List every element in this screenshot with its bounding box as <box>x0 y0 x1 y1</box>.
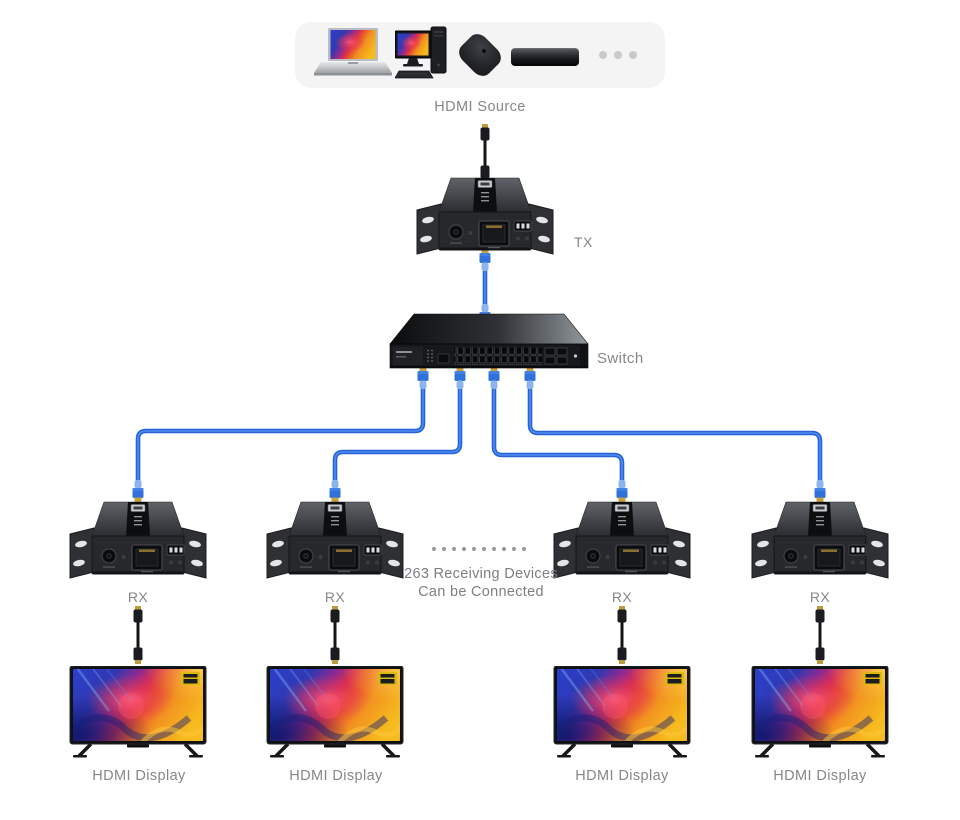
expansion-note-line2: Can be Connected <box>418 584 544 600</box>
hdmi-display-tv-3 <box>553 666 693 762</box>
laptop-icon <box>314 28 392 76</box>
rj45-plug-icon <box>524 367 536 389</box>
rx-extender-device-3 <box>552 500 692 580</box>
hdmi-cable-icon <box>815 606 825 664</box>
hdmi-source-label: HDMI Source <box>434 99 526 115</box>
expansion-dots <box>432 547 526 551</box>
hdmi-source-box <box>295 22 665 88</box>
network-switch-device <box>384 312 594 370</box>
hdmi-cable-icon <box>330 606 340 664</box>
rx-label-2: RX <box>324 589 346 605</box>
rx-label-1: RX <box>127 589 149 605</box>
expansion-note-line1: 263 Receiving Devices <box>404 566 558 582</box>
rj45-plug-icon <box>454 367 466 389</box>
hdmi-display-label-2: HDMI Display <box>289 768 383 784</box>
switch-label: Switch <box>597 350 644 367</box>
hdmi-cable-icon <box>617 606 627 664</box>
hdmi-display-label-1: HDMI Display <box>92 768 186 784</box>
ethernet-cable-rx4 <box>527 383 823 487</box>
hdmi-display-label-4: HDMI Display <box>773 768 867 784</box>
rj45-plug-icon <box>417 367 429 389</box>
hdmi-display-tv-1 <box>69 666 209 762</box>
desktop-pc-icon <box>395 26 447 79</box>
rx-label-3: RX <box>611 589 633 605</box>
rj45-plug-icon <box>814 480 826 502</box>
rx-extender-device-2 <box>265 500 405 580</box>
media-player-icon <box>511 48 579 66</box>
rx-extender-device-1 <box>68 500 208 580</box>
rj45-plug-icon <box>488 367 500 389</box>
more-devices-ellipsis <box>599 51 637 59</box>
hdmi-display-label-3: HDMI Display <box>575 768 669 784</box>
ethernet-cable-rx1 <box>135 383 426 487</box>
rx-label-4: RX <box>809 589 831 605</box>
hdmi-display-tv-4 <box>751 666 891 762</box>
rj45-plug-icon <box>329 480 341 502</box>
expansion-note: 263 Receiving Devices Can be Connected <box>404 565 558 601</box>
rj45-plug-icon <box>616 480 628 502</box>
ethernet-cable-rx3 <box>491 383 625 487</box>
tx-label: TX <box>574 234 593 250</box>
hdmi-display-tv-2 <box>266 666 406 762</box>
hdmi-cable-icon <box>480 124 490 182</box>
rj45-plug-icon <box>132 480 144 502</box>
rx-extender-device-4 <box>750 500 890 580</box>
tv-box-icon <box>454 29 506 81</box>
ethernet-cable-rx2 <box>332 383 463 487</box>
hdmi-cable-icon <box>133 606 143 664</box>
tx-extender-device <box>415 176 555 256</box>
